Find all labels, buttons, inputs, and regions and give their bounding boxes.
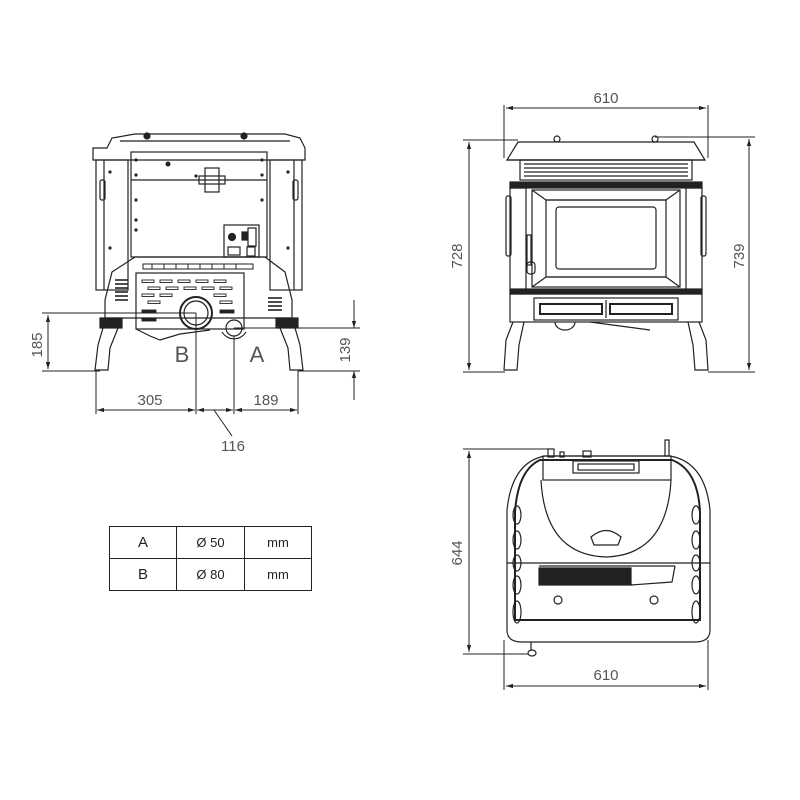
connection-diameter: Ø 80 bbox=[176, 558, 245, 591]
table-row: A Ø 50 mm bbox=[109, 526, 312, 559]
rear-dimensions bbox=[42, 300, 360, 437]
connection-unit: mm bbox=[244, 526, 312, 559]
dim-rear-b-to-a: 116 bbox=[221, 438, 245, 455]
dim-rear-a-to-right: 189 bbox=[253, 392, 278, 409]
label-a: A bbox=[250, 342, 265, 367]
connection-unit: mm bbox=[244, 558, 312, 591]
front-dimensions bbox=[463, 105, 755, 373]
dim-rear-height-a: 139 bbox=[337, 337, 354, 362]
top-view bbox=[506, 439, 711, 657]
dim-top-width: 610 bbox=[593, 667, 618, 684]
table-row: B Ø 80 mm bbox=[109, 558, 312, 591]
dim-front-height-right: 739 bbox=[731, 243, 748, 268]
dim-rear-height-b: 185 bbox=[29, 332, 46, 357]
connection-diameter: Ø 50 bbox=[176, 526, 245, 559]
dim-front-height-left: 728 bbox=[449, 243, 466, 268]
connections-table: A Ø 50 mm B Ø 80 mm bbox=[109, 526, 312, 591]
dim-top-depth: 644 bbox=[449, 540, 466, 565]
top-dimensions bbox=[463, 448, 709, 690]
dim-front-width: 610 bbox=[593, 90, 618, 107]
connection-id: B bbox=[109, 558, 177, 591]
rear-view bbox=[92, 132, 306, 371]
connection-id: A bbox=[109, 526, 177, 559]
front-view bbox=[503, 135, 709, 371]
label-b: B bbox=[175, 342, 190, 367]
dim-rear-left-to-b: 305 bbox=[137, 392, 162, 409]
